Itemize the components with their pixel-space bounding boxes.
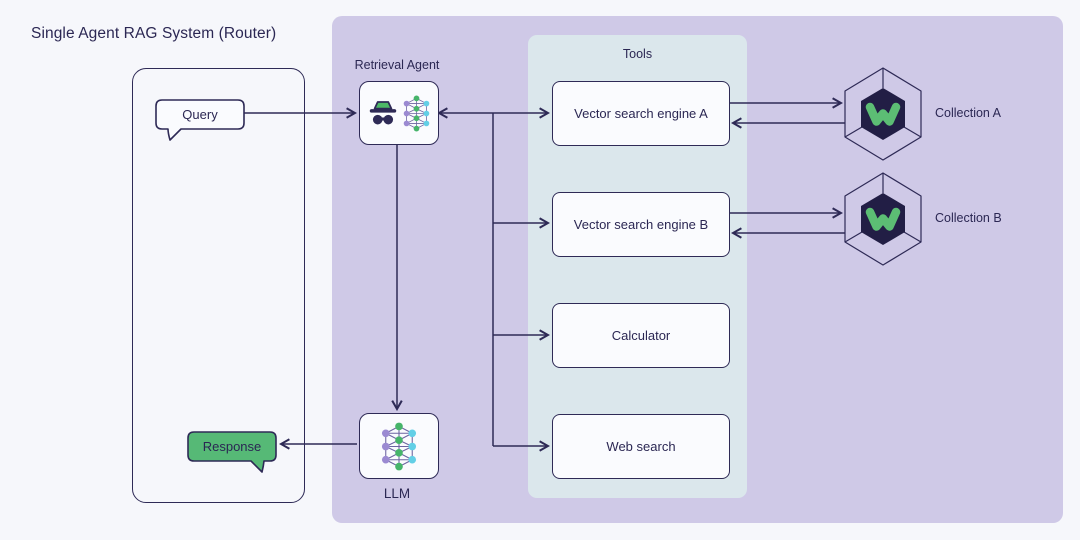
tool-label: Web search [606, 439, 676, 454]
tool-vector-search-engine-b: Vector search engine B [552, 192, 730, 257]
tool-label: Calculator [611, 328, 671, 343]
page-title: Single Agent RAG System (Router) [31, 25, 277, 42]
collection-a-label: Collection A [935, 106, 1002, 120]
user-io-container [132, 68, 305, 503]
query-bubble: Query [155, 99, 245, 144]
llm-label: LLM [383, 486, 411, 501]
tool-web-search: Web search [552, 414, 730, 479]
tool-calculator: Calculator [552, 303, 730, 368]
tools-panel-title: Tools [622, 47, 653, 61]
incognito-icon [369, 100, 397, 124]
collection-b-label: Collection B [935, 211, 1002, 225]
neural-network-icon [381, 422, 417, 470]
query-label: Query [182, 107, 218, 122]
weaviate-hexagon-icon [844, 172, 922, 266]
speech-bubble-shape [155, 99, 245, 141]
neural-network-icon [403, 95, 430, 131]
llm-node [359, 413, 439, 479]
response-bubble: Response [187, 431, 277, 476]
retrieval-agent-node [359, 81, 439, 145]
weaviate-hexagon-icon [844, 67, 922, 161]
tool-label: Vector search engine A [574, 106, 708, 121]
tool-label: Vector search engine B [573, 217, 709, 232]
speech-bubble-shape [187, 431, 277, 473]
tool-vector-search-engine-a: Vector search engine A [552, 81, 730, 146]
response-label: Response [202, 439, 262, 454]
retrieval-agent-label: Retrieval Agent [354, 58, 440, 72]
